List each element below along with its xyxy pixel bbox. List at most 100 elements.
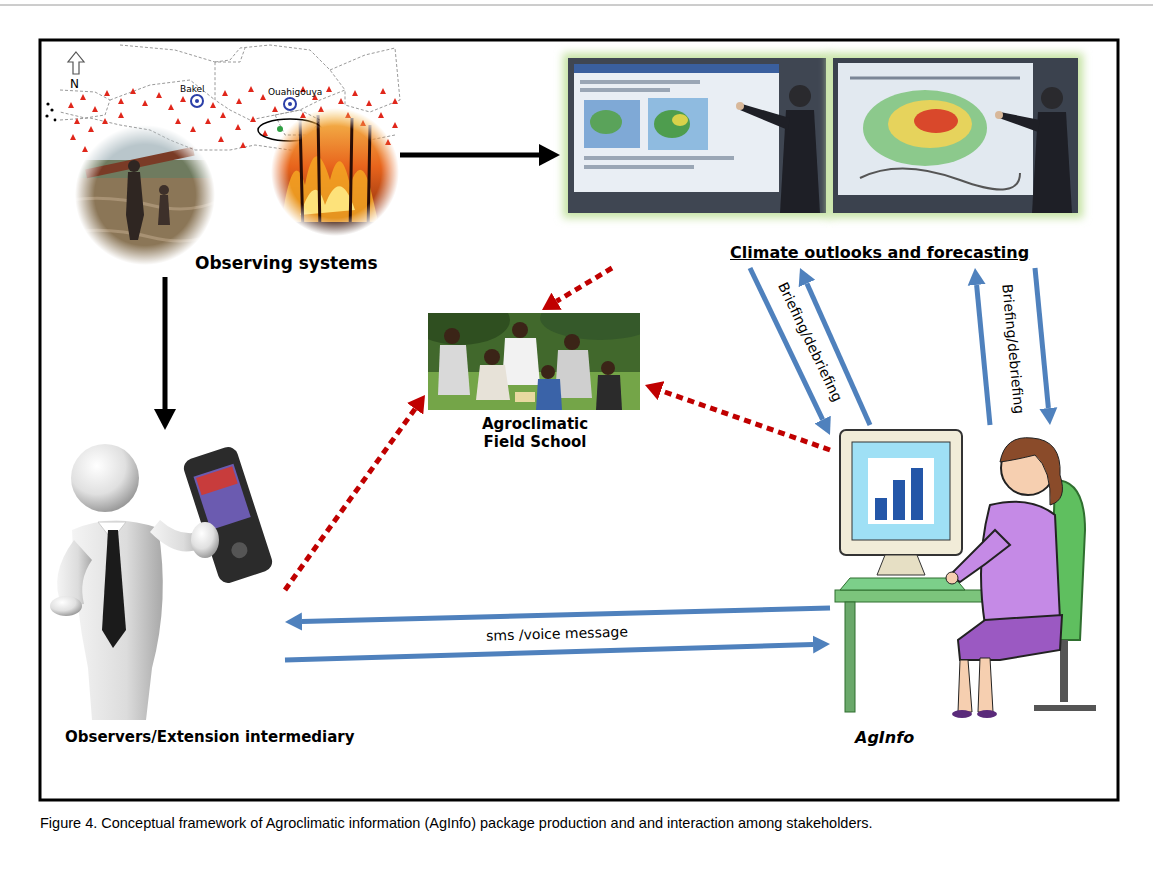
flood-photo: [70, 230, 220, 241]
field-school-photo: [502, 338, 540, 385]
aginfo-figure: [978, 658, 993, 712]
forecast-photo: [574, 64, 779, 73]
observer-figure: [71, 444, 139, 512]
observing-systems-node: Observing systems: [55, 45, 400, 277]
aginfo-figure: [845, 602, 855, 712]
forecast-photo: [863, 90, 987, 166]
forecast-photo: [828, 53, 1083, 218]
message-arrow: [302, 608, 830, 622]
aginfo-figure: [1060, 640, 1068, 702]
observer-figure: [50, 444, 275, 720]
figure-caption: Figure 4. Conceptual framework of Agrocl…: [40, 815, 1118, 832]
west-africa-map: [191, 95, 203, 107]
forecast-photo: [833, 58, 1078, 213]
west-africa-map: [195, 99, 199, 103]
west-africa-map: [60, 90, 110, 118]
fire-photo: [270, 222, 400, 242]
forecast-photo: [574, 64, 779, 192]
west-africa-map: [50, 108, 53, 111]
aginfo-figure: [1034, 705, 1096, 711]
field-school-photo: [596, 375, 622, 410]
flood-photo: [126, 172, 144, 240]
forecast-photo: [850, 77, 1020, 80]
forecast-photo: [914, 109, 958, 133]
observer-figure: [229, 540, 249, 560]
observer-figure: [181, 445, 274, 586]
forecast-photo: [999, 112, 1040, 132]
forecast-photo: [563, 53, 831, 218]
aginfo-figure: [852, 442, 950, 540]
aginfo-figure: [950, 530, 1010, 582]
flood-photo: [159, 185, 169, 195]
dotted-arrow: [285, 409, 415, 590]
aginfo-figure: [981, 502, 1060, 625]
field-school-photo: [444, 328, 460, 344]
forecast-photo: [740, 104, 790, 130]
aginfo-figure: [946, 572, 958, 584]
connector-label: Briefing/debriefing: [998, 284, 1027, 415]
forecast-photo: [648, 98, 708, 150]
forecast-photo: [995, 111, 1003, 119]
forecast-photo: [838, 63, 1033, 195]
field-school-photo: [515, 392, 535, 402]
west-africa-map: [45, 114, 48, 117]
node-label: AgInfo: [855, 728, 914, 747]
observer-figure: [102, 530, 126, 648]
west-africa-map: [46, 102, 49, 105]
forecast-photo: [590, 110, 622, 134]
forecast-photo: [580, 80, 700, 84]
forecast-photo: [584, 165, 694, 169]
west-africa-map: [288, 102, 292, 106]
briefing-arrow: [1035, 268, 1048, 408]
field-school-photo: [512, 322, 528, 338]
field-school-node: Agroclimatic Field School: [425, 310, 645, 455]
forecast-photo: [888, 100, 972, 148]
place-name: Ouahigouya: [268, 87, 322, 98]
page-rule: [0, 5, 1153, 6]
aginfo-figure: [958, 615, 1062, 660]
briefing-arrow: [977, 285, 990, 425]
forecast-photo: [580, 88, 670, 92]
dotted-arrow: [661, 391, 830, 450]
aginfo-figure: [958, 660, 972, 712]
forecast-photo: [584, 100, 640, 148]
dotted-arrow: [557, 268, 612, 301]
field-school-photo: [536, 379, 562, 410]
aginfo-figure: [893, 480, 905, 520]
forecast-photo: [736, 102, 744, 110]
observer-figure: [191, 522, 219, 558]
forecast-photo: [654, 110, 690, 138]
compass-letter: N: [70, 77, 79, 91]
observer-figure: [181, 445, 274, 586]
aginfo-figure: [877, 555, 925, 575]
flood-photo: [70, 198, 220, 209]
forecast-photo: [563, 53, 831, 218]
aginfo-figure: [868, 458, 934, 524]
data-flow-arrow: [163, 277, 168, 409]
flood-photo: [128, 160, 140, 172]
west-africa-map: [45, 102, 56, 121]
data-flow-arrow: [400, 153, 539, 158]
observer-figure: [57, 540, 92, 606]
fire-photo: [280, 156, 380, 230]
fire-photo: [300, 186, 355, 215]
north-arrow: [68, 52, 84, 74]
forecast-photo: [1041, 87, 1063, 109]
fire-photo: [270, 108, 400, 242]
flood-photo: [70, 120, 220, 275]
field-school-photo: [476, 365, 510, 400]
forecast-photo: [789, 85, 811, 107]
fire-photo: [270, 108, 400, 238]
west-africa-map: [120, 45, 245, 62]
observer-node: Observers/Extension intermediary: [55, 430, 285, 722]
figure-frame: [40, 40, 1118, 800]
field-school-photo: [428, 313, 510, 345]
aginfo-figure: [911, 468, 923, 520]
aginfo-figure: [875, 498, 887, 520]
flood-photo: [70, 120, 220, 275]
fire-photo: [300, 115, 370, 235]
forecast-photo: [584, 156, 734, 160]
node-label: Agroclimatic Field School: [460, 415, 610, 451]
aginfo-figure: [1000, 438, 1062, 505]
